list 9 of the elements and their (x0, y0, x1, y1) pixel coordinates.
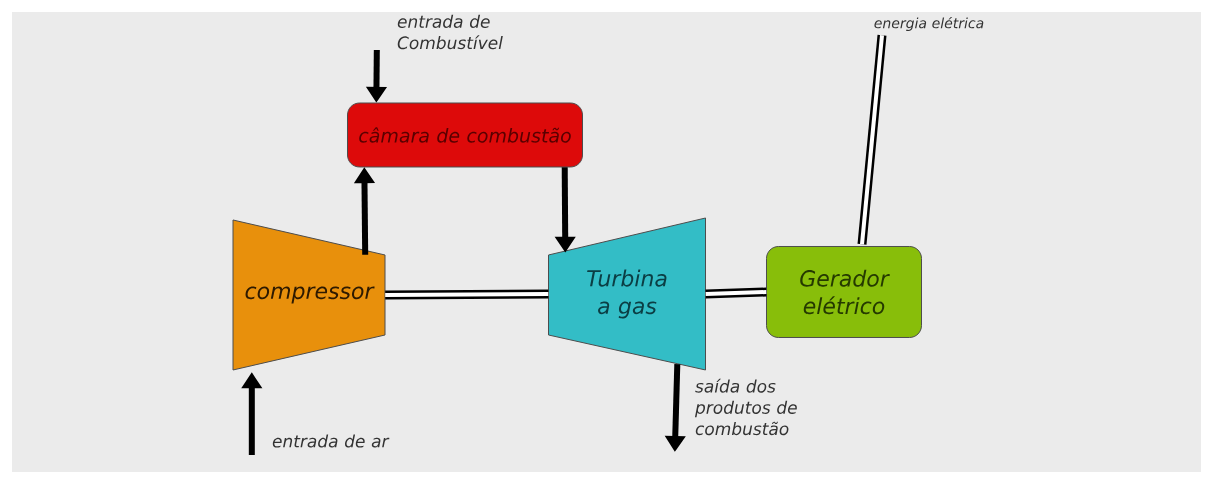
generator-box: Gerador elétrico (766, 246, 922, 338)
shaft-line (385, 289, 549, 300)
annotation-text: entrada de ar (272, 434, 390, 448)
annotation-text: saída dos produtos de combustão (694, 378, 797, 436)
annotation-text: energia elétrica (874, 16, 984, 32)
annotation-text: entrada de Combustível (397, 14, 503, 50)
shaft-line (705, 287, 767, 299)
combustion-chamber-box: câmara de combustão (347, 102, 583, 168)
shaft-line (857, 34, 887, 245)
